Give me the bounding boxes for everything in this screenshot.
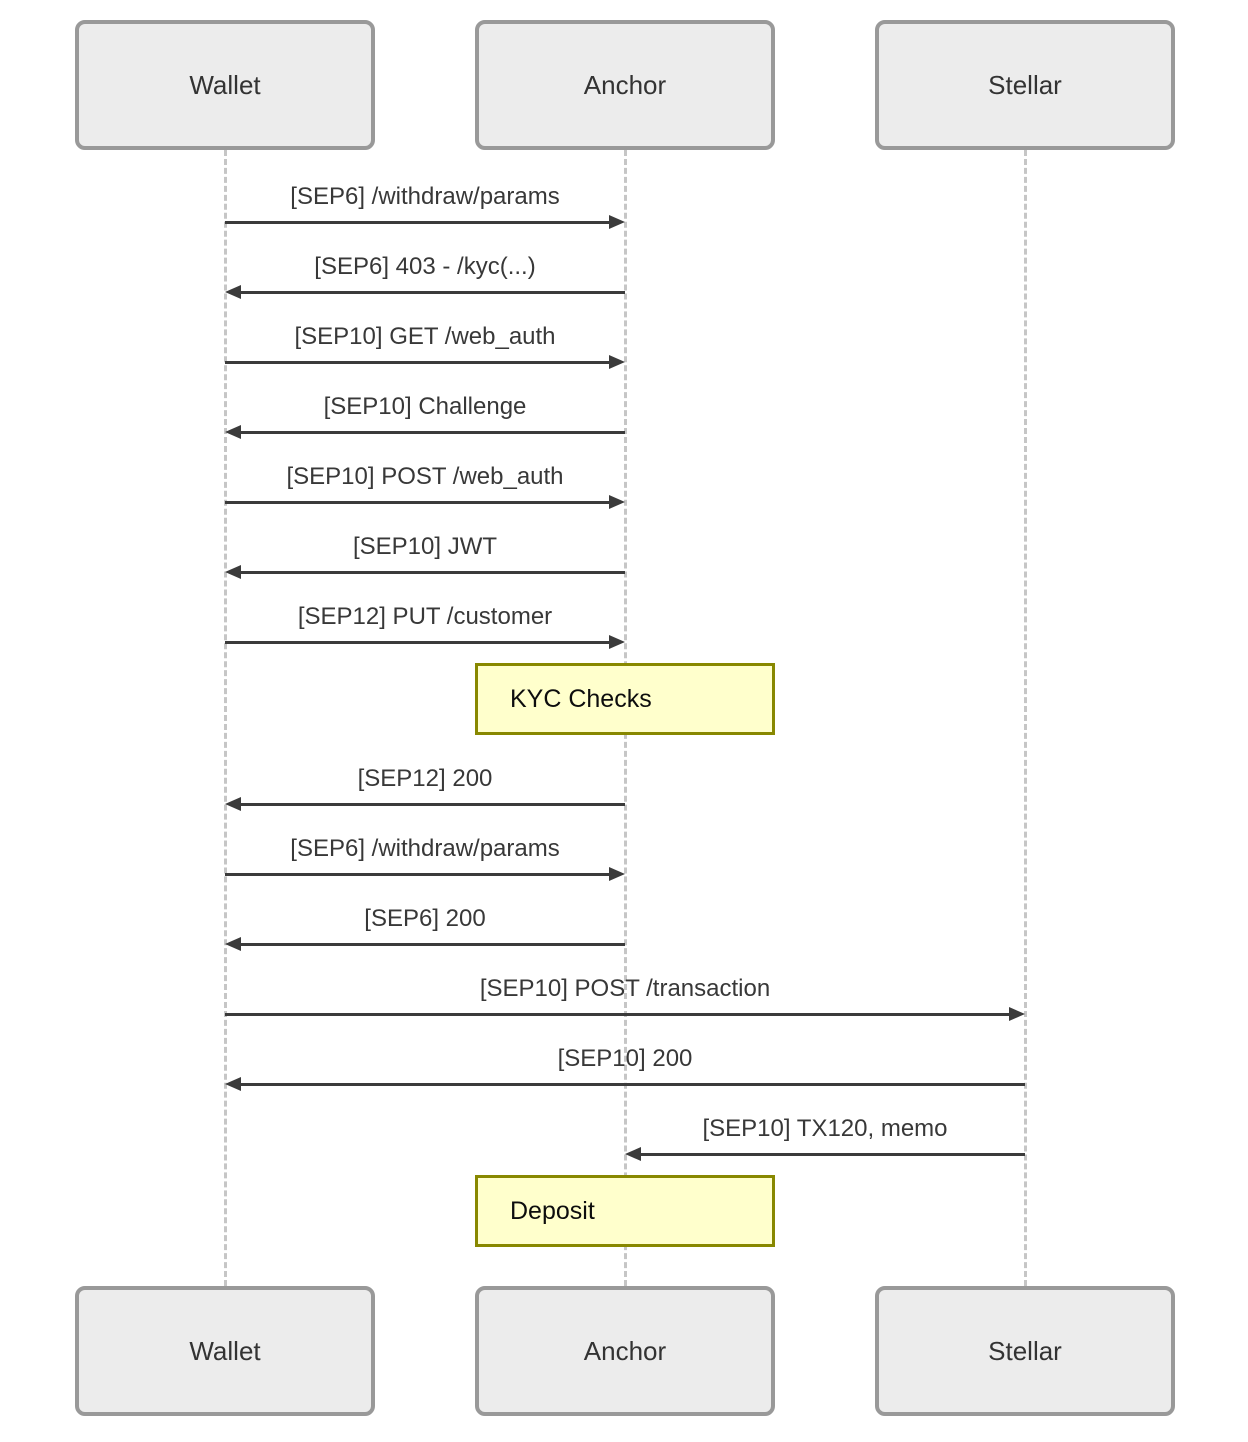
note-deposit: Deposit	[475, 1175, 775, 1247]
message-line	[239, 431, 625, 434]
note-kyc-checks: KYC Checks	[475, 663, 775, 735]
arrowhead-left-icon	[225, 565, 241, 579]
arrowhead-right-icon	[609, 635, 625, 649]
message-label: [SEP6] 403 - /kyc(...)	[314, 253, 536, 280]
message-label: [SEP10] JWT	[352, 533, 498, 560]
message-line	[639, 1153, 1025, 1156]
arrowhead-right-icon	[609, 215, 625, 229]
participant-wallet-top: Wallet	[75, 20, 375, 150]
arrowhead-left-icon	[625, 1147, 641, 1161]
message-line	[239, 571, 625, 574]
message-line	[225, 361, 611, 364]
participant-wallet-bottom: Wallet	[75, 1286, 375, 1416]
message-line	[239, 943, 625, 946]
participant-stellar-bottom: Stellar	[875, 1286, 1175, 1416]
message-label: [SEP12] 200	[357, 765, 493, 792]
message-line	[239, 803, 625, 806]
lifeline-stellar	[1023, 150, 1027, 1286]
arrowhead-left-icon	[225, 285, 241, 299]
message-line	[239, 291, 625, 294]
message-label: [SEP10] POST /transaction	[479, 975, 771, 1002]
participant-anchor-top: Anchor	[475, 20, 775, 150]
message-label: [SEP10] Challenge	[323, 393, 527, 420]
message-label: [SEP6] /withdraw/params	[290, 835, 560, 862]
message-label: [SEP10] 200	[557, 1045, 693, 1072]
arrowhead-right-icon	[609, 495, 625, 509]
message-label: [SEP10] POST /web_auth	[286, 463, 564, 490]
participant-anchor-bottom: Anchor	[475, 1286, 775, 1416]
message-label: [SEP6] 200	[364, 905, 486, 932]
message-line	[225, 221, 611, 224]
message-line	[239, 1083, 1025, 1086]
arrowhead-left-icon	[225, 937, 241, 951]
message-label: [SEP10] GET /web_auth	[294, 323, 556, 350]
message-line	[225, 641, 611, 644]
arrowhead-left-icon	[225, 425, 241, 439]
message-label: [SEP6] /withdraw/params	[290, 183, 560, 210]
arrowhead-right-icon	[609, 355, 625, 369]
message-line	[225, 1013, 1011, 1016]
lifeline-wallet	[223, 150, 227, 1286]
message-line	[225, 501, 611, 504]
participant-stellar-top: Stellar	[875, 20, 1175, 150]
message-line	[225, 873, 611, 876]
arrowhead-left-icon	[225, 797, 241, 811]
arrowhead-right-icon	[1009, 1007, 1025, 1021]
arrowhead-right-icon	[609, 867, 625, 881]
message-label: [SEP10] TX120, memo	[702, 1115, 948, 1142]
message-label: [SEP12] PUT /customer	[297, 603, 553, 630]
arrowhead-left-icon	[225, 1077, 241, 1091]
